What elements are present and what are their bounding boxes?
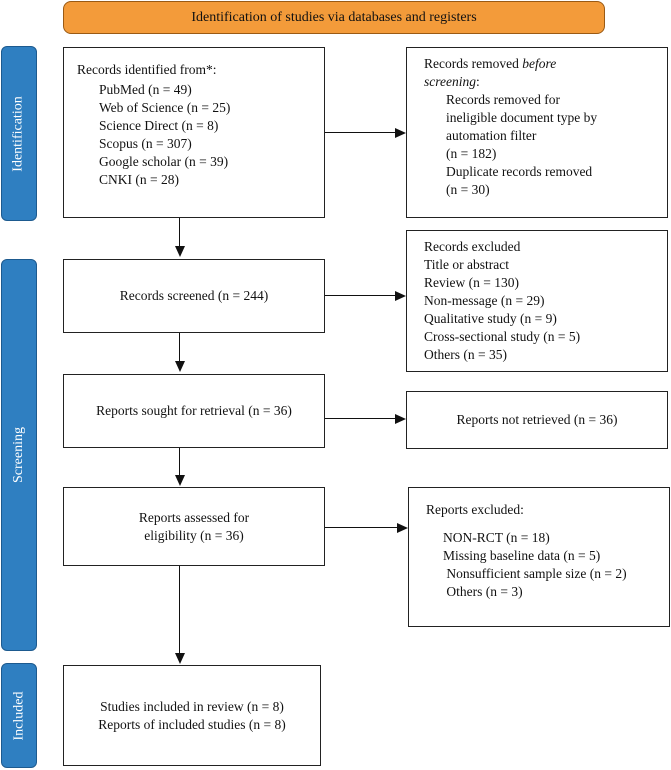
header-title: Identification of studies via databases …: [191, 9, 477, 25]
removed-line: Duplicate records removed: [446, 164, 593, 179]
records-excluded-box: Records excluded Title or abstract Revie…: [406, 230, 668, 372]
excluded-line: Qualitative study (n = 9): [424, 311, 557, 326]
reports-excluded-line: NON-RCT (n = 18): [443, 530, 550, 545]
records-screened-text: Records screened (n = 244): [119, 288, 269, 303]
excluded-line: Records excluded: [424, 239, 521, 254]
reports-sought-text: Reports sought for retrieval (n = 36): [96, 403, 292, 418]
arrow-down-icon: [175, 246, 185, 257]
identified-item: Web of Science (n = 25): [99, 100, 231, 115]
reports-excluded-title: Reports excluded:: [426, 502, 524, 517]
identified-item: Science Direct (n = 8): [99, 118, 219, 133]
reports-excluded-box: Reports excluded: NON-RCT (n = 18) Missi…: [408, 487, 670, 627]
connector-line: [179, 218, 181, 246]
reports-assessed-line2: eligibility (n = 36): [144, 527, 244, 543]
reports-excluded-line: Nonsufficient sample size (n = 2): [443, 566, 627, 581]
reports-assessed-box: Reports assessed for eligibility (n = 36…: [63, 487, 325, 566]
connector-line: [179, 566, 181, 653]
connector-line: [325, 418, 395, 420]
excluded-line: Others (n = 35): [424, 347, 507, 362]
phase-screening: Screening: [1, 259, 37, 651]
reports-sought-box: Reports sought for retrieval (n = 36): [63, 374, 325, 448]
phase-identification: Identification: [1, 46, 37, 221]
reports-excluded-line: Others (n = 3): [443, 584, 523, 599]
studies-included-line1: Studies included in review (n = 8): [100, 698, 284, 714]
phase-screening-label: Screening: [11, 427, 27, 483]
removed-title-prefix: Records removed: [424, 56, 523, 71]
connector-line: [179, 333, 181, 361]
arrow-right-icon: [395, 128, 406, 138]
reports-not-retrieved-box: Reports not retrieved (n = 36): [406, 391, 668, 449]
identified-item: Scopus (n = 307): [99, 136, 192, 151]
arrow-right-icon: [397, 523, 408, 533]
records-removed-title-line2: screening:: [424, 73, 667, 91]
removed-line: ineligible document type by: [446, 110, 598, 125]
removed-line: Records removed for: [446, 92, 560, 107]
connector-line: [179, 448, 181, 475]
removed-title-line2: screening: [424, 74, 476, 89]
excluded-line: Review (n = 130): [424, 275, 519, 290]
excluded-line: Cross-sectional study (n = 5): [424, 329, 581, 344]
header-banner: Identification of studies via databases …: [63, 1, 605, 34]
identified-item: PubMed (n = 49): [99, 82, 192, 97]
reports-assessed-line1: Reports assessed for: [138, 509, 250, 525]
arrow-right-icon: [395, 414, 406, 424]
records-removed-title: Records removed before: [424, 55, 667, 73]
records-screened-box: Records screened (n = 244): [63, 259, 325, 333]
arrow-right-icon: [395, 291, 406, 301]
removed-title-emph: before: [522, 56, 557, 71]
phase-included: Included: [1, 663, 37, 768]
identified-item: CNKI (n = 28): [99, 172, 179, 187]
phase-included-label: Included: [11, 691, 27, 740]
records-identified-box: Records identified from*: PubMed (n = 49…: [63, 47, 325, 218]
connector-line: [325, 527, 397, 529]
arrow-down-icon: [175, 475, 185, 486]
excluded-line: Title or abstract: [424, 257, 509, 272]
removed-line: (n = 30): [446, 182, 490, 197]
reports-not-retrieved-text: Reports not retrieved (n = 36): [456, 412, 618, 427]
studies-included-line2: Reports of included studies (n = 8): [98, 716, 286, 732]
phase-identification-label: Identification: [11, 95, 27, 172]
records-identified-title: Records identified from*:: [77, 62, 217, 77]
removed-title-colon: :: [475, 74, 480, 89]
reports-excluded-line: Missing baseline data (n = 5): [443, 548, 601, 563]
identified-item: Google scholar (n = 39): [99, 154, 229, 169]
arrow-down-icon: [175, 361, 185, 372]
records-removed-box: Records removed before screening: Record…: [406, 47, 668, 218]
connector-line: [325, 132, 395, 134]
removed-line: (n = 182): [446, 146, 497, 161]
excluded-line: Non-message (n = 29): [424, 293, 545, 308]
arrow-down-icon: [175, 653, 185, 664]
studies-included-box: Studies included in review (n = 8) Repor…: [63, 665, 321, 766]
connector-line: [325, 295, 395, 297]
removed-line: automation filter: [446, 128, 537, 143]
